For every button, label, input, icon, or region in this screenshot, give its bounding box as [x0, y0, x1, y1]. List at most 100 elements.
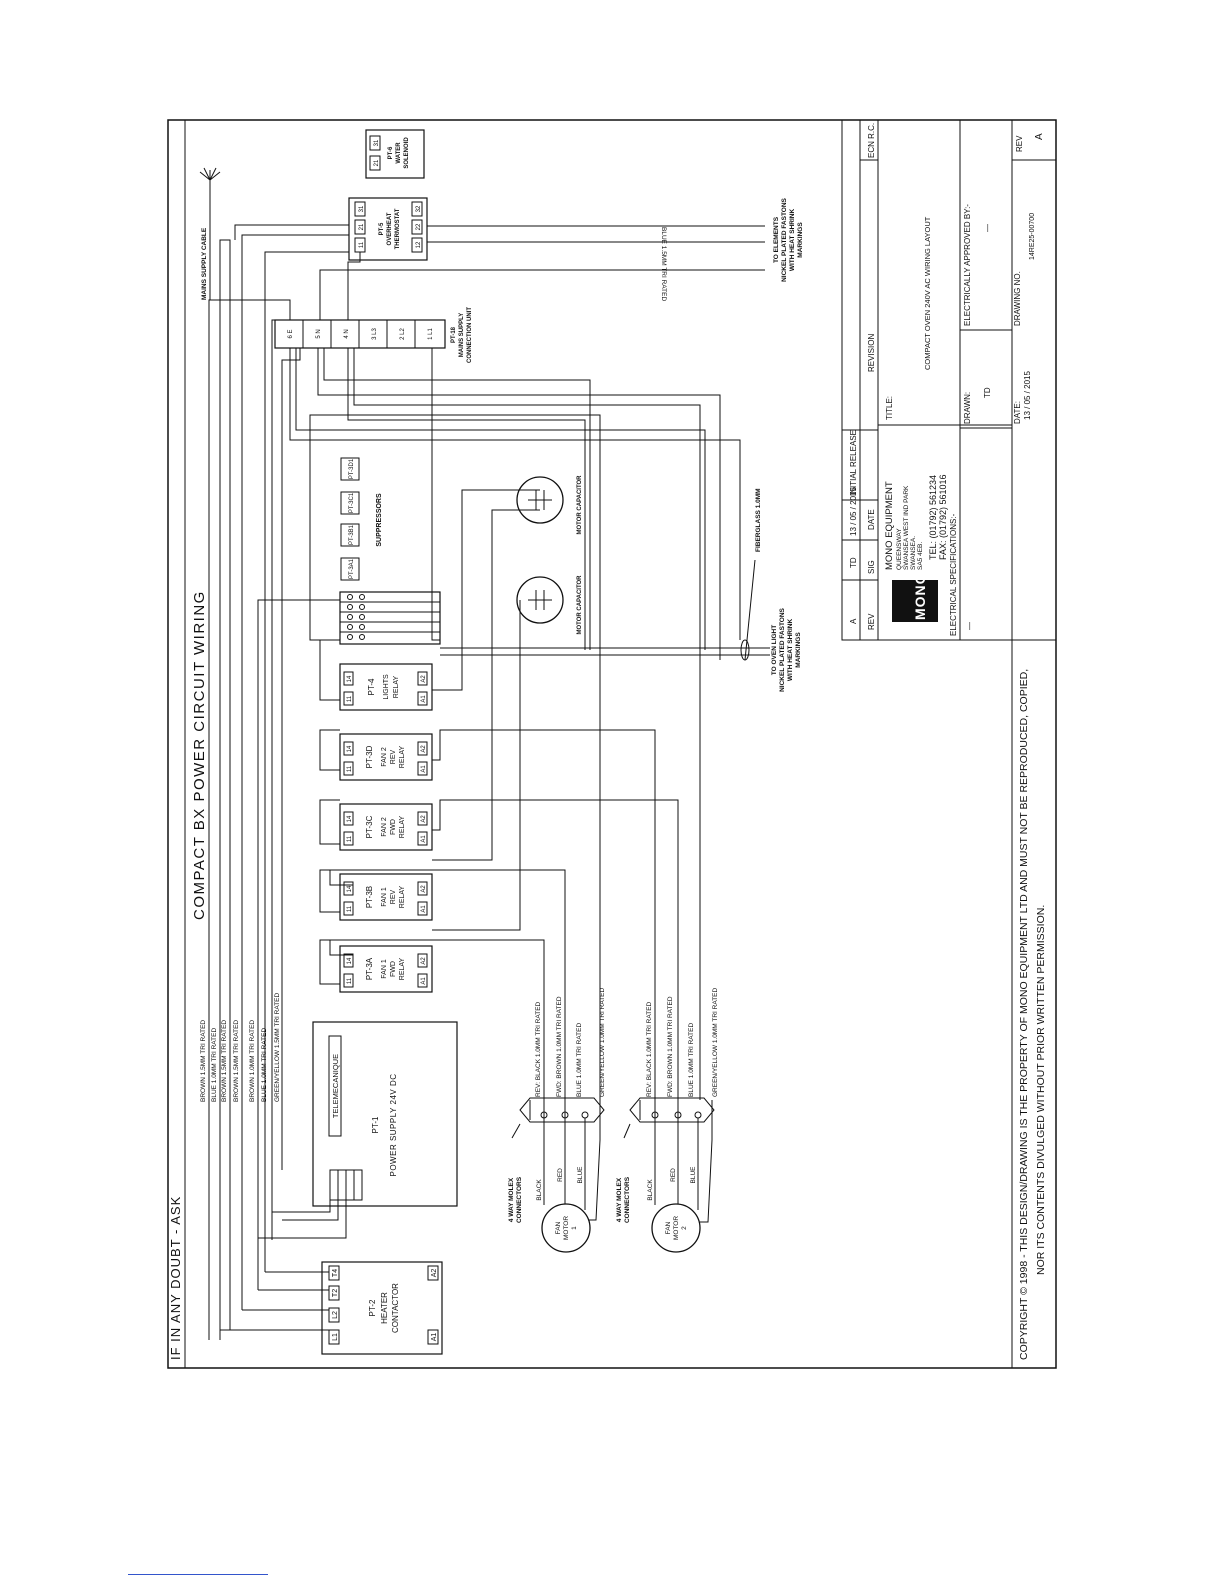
svg-text:SWANSEA WEST IND PARK: SWANSEA WEST IND PARK: [903, 485, 910, 570]
drawing-title: COMPACT BX POWER CIRCUIT WIRING: [191, 590, 208, 920]
suppressors: PT-3A1 PT-3B1 PT-3C1 PT-3D1 SUPPRESSORS: [340, 457, 383, 581]
svg-text:ELECTRICAL SPECIFICATIONS:-: ELECTRICAL SPECIFICATIONS:-: [949, 513, 958, 636]
svg-text:A2: A2: [421, 885, 427, 893]
svg-text:PT-3A: PT-3A: [365, 957, 374, 980]
svg-text:SUPPRESSORS: SUPPRESSORS: [376, 493, 383, 547]
svg-text:FWD: BROWN 1.0MM TRI RATED: FWD: BROWN 1.0MM TRI RATED: [556, 996, 563, 1097]
svg-text:QUEENSWAY: QUEENSWAY: [896, 528, 903, 570]
svg-text:CONTACTOR: CONTACTOR: [391, 1283, 400, 1333]
svg-text:32: 32: [416, 205, 422, 212]
doubt-note: IF IN ANY DOUBT - ASK: [168, 1196, 183, 1360]
svg-text:MOTOR: MOTOR: [563, 1216, 570, 1240]
svg-text:RELAY: RELAY: [393, 675, 400, 698]
svg-text:PT-4: PT-4: [367, 678, 376, 695]
copyright-line-1: COPYRIGHT © 1998 - THIS DESIGN/DRAWING I…: [1018, 669, 1030, 1360]
svg-text:2 L2: 2 L2: [400, 328, 406, 340]
svg-text:14: 14: [347, 885, 353, 892]
svg-text:BROWN 1.5MM TRI RATED: BROWN 1.5MM TRI RATED: [200, 1020, 207, 1102]
pt3c-relay: 11 14 A1 A2 PT-3C FAN 2 FWD RELAY: [339, 803, 433, 851]
svg-text:14RE25-00700: 14RE25-00700: [1029, 213, 1036, 260]
svg-text:BLUE 1.0MM TRI RATED: BLUE 1.0MM TRI RATED: [688, 1023, 695, 1097]
svg-text:TD: TD: [983, 387, 992, 398]
svg-text:14: 14: [347, 815, 353, 822]
svg-text:CONNECTORS: CONNECTORS: [516, 1176, 523, 1223]
svg-text:11: 11: [347, 695, 353, 702]
svg-text:REV: REV: [867, 613, 876, 630]
svg-text:TD: TD: [849, 557, 858, 568]
svg-text:GREEN/YELLOW 1.5MM TRI RATED: GREEN/YELLOW 1.5MM TRI RATED: [274, 992, 281, 1102]
svg-text:2: 2: [681, 1226, 688, 1230]
svg-text:WITH HEAT SHRINK: WITH HEAT SHRINK: [787, 619, 794, 682]
svg-text:FAN 1: FAN 1: [381, 887, 388, 907]
motor-capacitors: MOTOR CAPACITOR MOTOR CAPACITOR: [516, 475, 583, 635]
svg-text:PT-3D: PT-3D: [365, 745, 374, 768]
svg-text:A2: A2: [421, 675, 427, 683]
svg-text:11: 11: [359, 241, 365, 248]
pt3a-relay: 11 14 A1 A2 PT-3A FAN 1 FWD RELAY: [339, 945, 433, 993]
svg-text:BLUE: BLUE: [690, 1166, 697, 1184]
svg-text:BROWN 1.5MM TRI RATED: BROWN 1.5MM TRI RATED: [233, 1020, 240, 1102]
svg-text:PT-3A1: PT-3A1: [349, 558, 355, 579]
svg-text:A1: A1: [421, 977, 427, 985]
svg-text:21: 21: [374, 159, 380, 166]
svg-text:BLUE 1.0MM TRI RATED: BLUE 1.0MM TRI RATED: [261, 1028, 268, 1102]
svg-text:A1: A1: [421, 695, 427, 703]
svg-text:21: 21: [359, 223, 365, 230]
svg-text:L2: L2: [332, 1311, 339, 1319]
svg-text:RED: RED: [557, 1168, 564, 1182]
svg-text:—: —: [983, 224, 992, 232]
molex-connector-fan2: 4 WAY MOLEX CONNECTORS: [616, 1097, 715, 1223]
svg-text:T4: T4: [332, 1269, 339, 1277]
svg-text:5 N: 5 N: [316, 329, 322, 338]
to-oven-light-label: TO OVEN LIGHT NICKEL PLATED FASTONS WITH…: [771, 607, 802, 691]
svg-text:11: 11: [347, 905, 353, 912]
cable-labels: BROWN 1.5MM TRI RATED BLUE 1.0MM TRI RAT…: [200, 227, 762, 1102]
pt6-water-solenoid: 21 31 PT-6 WATER SOLENOID: [365, 129, 425, 179]
svg-text:ECN R.C.: ECN R.C.: [867, 123, 876, 158]
svg-text:GREEN/YELLOW 1.0MM TRI RATED: GREEN/YELLOW 1.0MM TRI RATED: [712, 987, 719, 1097]
svg-text:A2: A2: [421, 815, 427, 823]
svg-text:TO ELEMENTS: TO ELEMENTS: [773, 216, 780, 263]
svg-text:MAINS SUPPLY CABLE: MAINS SUPPLY CABLE: [201, 227, 208, 300]
pt3d-relay: 11 14 A1 A2 PT-3D FAN 2 REV RELAY: [339, 733, 433, 781]
svg-text:FAN 2: FAN 2: [381, 817, 388, 837]
svg-text:PT-3C: PT-3C: [365, 815, 374, 838]
svg-text:CONNECTION UNIT: CONNECTION UNIT: [467, 307, 473, 363]
pt3b-relay: 11 14 A1 A2 PT-3B FAN 1 REV RELAY: [339, 873, 433, 921]
svg-text:PT-3D1: PT-3D1: [349, 458, 355, 479]
svg-text:3 L3: 3 L3: [372, 328, 378, 340]
svg-text:SA5 4EB.: SA5 4EB.: [917, 542, 924, 570]
svg-text:14: 14: [347, 675, 353, 682]
svg-text:FAN 2: FAN 2: [381, 747, 388, 767]
svg-text:FAN: FAN: [555, 1221, 562, 1234]
svg-text:BROWN 1.0MM TRI RATED: BROWN 1.0MM TRI RATED: [249, 1020, 256, 1102]
svg-text:31: 31: [374, 139, 380, 146]
svg-text:DATE: DATE: [867, 509, 876, 530]
svg-text:PT-3B1: PT-3B1: [349, 524, 355, 545]
svg-text:A1: A1: [421, 905, 427, 913]
svg-text:FIBERGLASS 1.0MM: FIBERGLASS 1.0MM: [755, 488, 762, 552]
svg-text:REV: REV: [1015, 135, 1024, 152]
svg-text:MONO EQUIPMENT: MONO EQUIPMENT: [884, 481, 895, 570]
svg-text:REVISION: REVISION: [867, 334, 876, 372]
svg-text:A2: A2: [421, 957, 427, 965]
molex-connector-fan1: 4 WAY MOLEX CONNECTORS: [508, 1097, 605, 1223]
svg-text:DRAWING NO.: DRAWING NO.: [1013, 271, 1022, 326]
pt5-overheat-thermostat: 11 21 31 12 22 32 PT-5 OVERHEAT THERMOST…: [348, 197, 428, 261]
svg-text:A2: A2: [421, 745, 427, 753]
svg-text:NICKEL PLATED FASTONS: NICKEL PLATED FASTONS: [781, 197, 788, 281]
svg-text:GREEN/YELLOW 1.0MM TRI RATED: GREEN/YELLOW 1.0MM TRI RATED: [599, 987, 606, 1097]
svg-text:13 / 05 / 2015: 13 / 05 / 2015: [849, 487, 858, 536]
svg-text:INITIAL RELEASE: INITIAL RELEASE: [849, 430, 858, 496]
svg-text:A2: A2: [431, 1269, 438, 1278]
svg-text:WATER: WATER: [396, 142, 402, 164]
svg-text:1 L1: 1 L1: [428, 328, 434, 340]
svg-text:RELAY: RELAY: [399, 957, 406, 980]
svg-text:MOTOR: MOTOR: [673, 1216, 680, 1240]
svg-text:SIG: SIG: [867, 560, 876, 574]
svg-text:RELAY: RELAY: [399, 815, 406, 838]
svg-text:PT-18: PT-18: [451, 326, 457, 343]
svg-text:—: —: [965, 622, 974, 630]
svg-text:FAN 1: FAN 1: [381, 959, 388, 979]
svg-text:A1: A1: [421, 765, 427, 773]
